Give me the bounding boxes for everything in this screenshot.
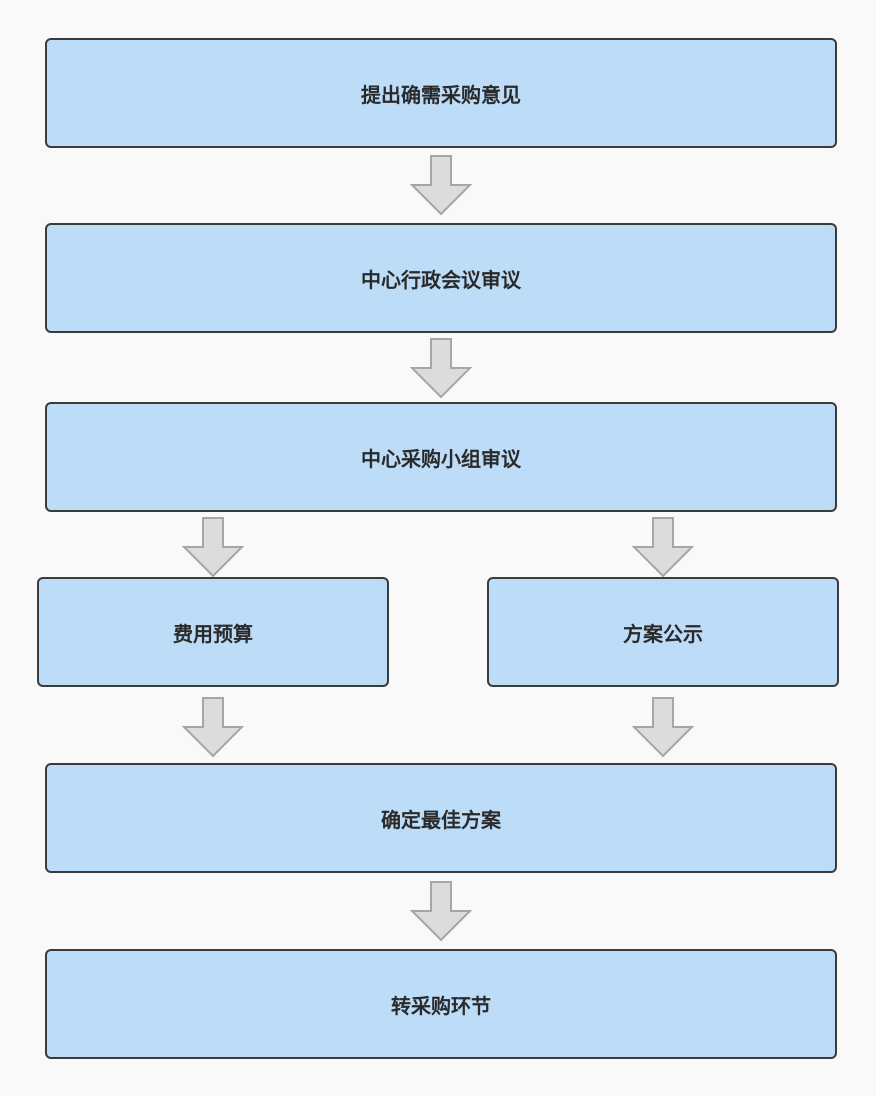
down-arrow-icon — [410, 338, 472, 398]
node-plan-publicity: 方案公示 — [487, 577, 839, 687]
node-label: 确定最佳方案 — [381, 807, 501, 832]
node-label: 费用预算 — [173, 621, 253, 646]
down-arrow-icon — [410, 881, 472, 941]
node-cost-budget: 费用预算 — [37, 577, 389, 687]
node-label: 中心采购小组审议 — [361, 446, 521, 471]
node-label: 转采购环节 — [391, 993, 491, 1018]
down-arrow-icon — [182, 517, 244, 577]
node-label: 提出确需采购意见 — [361, 82, 521, 107]
node-transfer-to-purchase: 转采购环节 — [45, 949, 837, 1059]
node-purchase-group-review: 中心采购小组审议 — [45, 402, 837, 512]
node-label: 中心行政会议审议 — [361, 267, 521, 292]
down-arrow-icon — [410, 155, 472, 215]
node-propose-purchase: 提出确需采购意见 — [45, 38, 837, 148]
node-determine-best-plan: 确定最佳方案 — [45, 763, 837, 873]
down-arrow-icon — [182, 697, 244, 757]
node-label: 方案公示 — [623, 621, 703, 646]
down-arrow-icon — [632, 517, 694, 577]
node-admin-meeting-review: 中心行政会议审议 — [45, 223, 837, 333]
down-arrow-icon — [632, 697, 694, 757]
